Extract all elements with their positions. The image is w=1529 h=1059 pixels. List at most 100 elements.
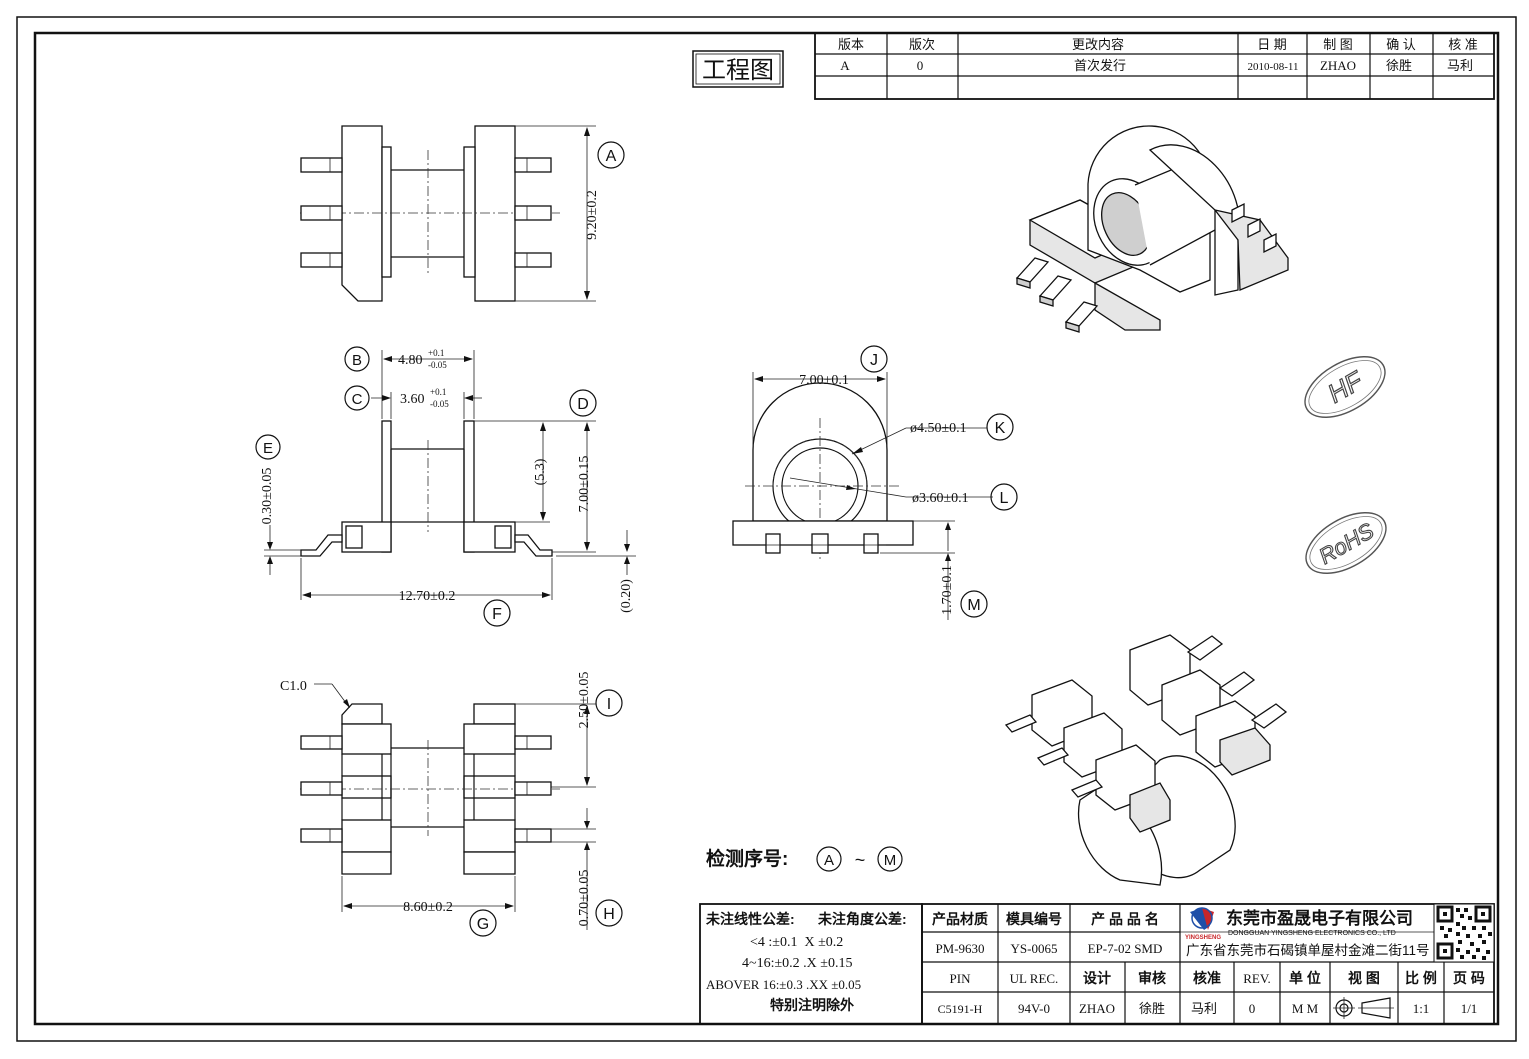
rev-change: 首次发行 — [1074, 58, 1126, 73]
tb-h-page: 页 码 — [1453, 970, 1485, 986]
balloon-E-label: E — [263, 440, 273, 457]
inspection-label: 检测序号: — [706, 847, 788, 870]
rev-header-confirm: 确 认 — [1386, 37, 1416, 52]
balloon-H-label: H — [603, 906, 615, 923]
dim-M-text: 1.70±0.1 — [940, 565, 955, 615]
tb-h-view: 视 图 — [1348, 970, 1380, 986]
inspection-note: 检测序号: A ~ M — [706, 846, 903, 872]
tb-h-ul: UL REC. — [1010, 971, 1059, 986]
company-address: 广东省东莞市石碣镇单屋村金滩二街11号 — [1186, 942, 1430, 958]
tb-v-page: 1/1 — [1461, 1001, 1478, 1016]
tb-h-mold: 模具编号 — [1006, 911, 1062, 927]
side-view: 7.00±0.1 ø4.50±0.1 ø3.60±0.1 1.70±0.1 — [732, 372, 993, 620]
dim-C-main: 3.60 — [400, 392, 425, 407]
drawing-title-box: 工程图 — [692, 50, 784, 88]
tb-v-unit: M M — [1292, 1001, 1319, 1016]
balloon-J-label: J — [870, 352, 878, 369]
tb-h-rev: REV. — [1243, 971, 1271, 986]
rev-header-drawn: 制 图 — [1323, 37, 1353, 52]
tb-v-mold: YS-0065 — [1011, 941, 1058, 956]
rev-date: 2010-08-11 — [1248, 61, 1299, 73]
rev-header-date: 日 期 — [1257, 37, 1287, 52]
isometric-view-top — [1015, 125, 1289, 333]
company-logo-text: YINGSHENG — [1185, 935, 1221, 941]
rev-edition: 0 — [917, 58, 924, 73]
inspection-sep: ~ — [855, 850, 866, 870]
dim-E-text: 0.30±0.05 — [260, 468, 275, 525]
tb-h-approve: 核准 — [1193, 970, 1221, 986]
tb-h-product: 产 品 品 名 — [1091, 911, 1159, 927]
dim-A-text: 9.20±0.2 — [585, 190, 600, 240]
tb-h-review: 审核 — [1138, 970, 1166, 986]
dim-I-text: 2.50±0.05 — [577, 672, 592, 729]
rev-version: A — [840, 58, 850, 73]
balloon-C: C — [344, 385, 370, 411]
bottom-view: C1.0 2.50±0.05 0.70±0.05 8.60±0.2 — [280, 672, 596, 930]
dim-J-text: 7.00±0.1 — [799, 373, 849, 388]
balloons: A B C D E F G H I J K L M — [255, 141, 1018, 937]
dim-G-text: 8.60±0.2 — [403, 900, 453, 915]
balloon-A-label: A — [606, 148, 617, 165]
balloon-B-label: B — [352, 352, 362, 369]
drawing-title: 工程图 — [702, 57, 774, 84]
balloon-K-label: K — [995, 420, 1006, 437]
ref-0-20-text: (0.20) — [619, 579, 634, 613]
balloon-A: A — [597, 141, 625, 169]
balloon-I-label: I — [607, 696, 611, 713]
rev-approve: 马利 — [1447, 58, 1473, 73]
balloon-L-label: L — [1000, 490, 1009, 507]
company-name-en: DONGGUAN YINGSHENG ELECTRONICS CO., LTD — [1228, 930, 1396, 937]
balloon-D: D — [569, 389, 597, 417]
balloon-I: I — [595, 689, 623, 717]
tb-v-scale: 1:1 — [1413, 1001, 1430, 1016]
balloon-L: L — [990, 483, 1018, 511]
dim-B-tol-lower: -0.05 — [428, 360, 447, 370]
rev-header-version: 版本 — [838, 37, 864, 52]
balloon-F: F — [483, 599, 511, 627]
balloon-J: J — [860, 345, 888, 373]
dim-C-tol-lower: -0.05 — [430, 399, 449, 409]
balloon-G-label: G — [477, 916, 489, 933]
hf-text: HF — [1322, 364, 1369, 408]
tol-note: 特别注明除外 — [770, 997, 854, 1013]
rohs-text: RoHS — [1315, 518, 1379, 569]
tb-v-ul: 94V-0 — [1018, 1001, 1050, 1016]
tb-v-pin: C5191-H — [938, 1002, 983, 1016]
dim-B-main: 4.80 — [398, 353, 423, 368]
tol-line-1: <4 :±0.1 X ±0.2 — [750, 935, 843, 950]
balloon-K: K — [986, 413, 1014, 441]
tb-v-product: EP-7-02 SMD — [1088, 941, 1163, 956]
ref-5-3-text: (5.3) — [533, 458, 548, 485]
tol-line-2: 4~16:±0.2 .X ±0.15 — [742, 956, 852, 971]
rohs-mark: RoHS — [1305, 511, 1387, 575]
dim-C-tol-upper: +0.1 — [430, 387, 446, 397]
rev-header-edition: 版次 — [909, 37, 935, 52]
balloon-M-label: M — [967, 597, 980, 614]
tb-v-review: 徐胜 — [1139, 1001, 1165, 1016]
tb-h-unit: 单 位 — [1289, 970, 1321, 986]
tolerance-block: 未注线性公差: 未注角度公差: <4 :±0.1 X ±0.2 4~16:±0.… — [699, 903, 923, 1025]
tb-v-material: PM-9630 — [935, 941, 984, 956]
title-block: 产品材质 模具编号 产 品 品 名 PM-9630 YS-0065 EP-7-0… — [921, 903, 1495, 1025]
tb-v-design: ZHAO — [1079, 1001, 1115, 1016]
dim-F-text: 12.70±0.2 — [399, 589, 456, 604]
tol-angle-title: 未注角度公差: — [818, 911, 907, 927]
company-name-cn: 东莞市盈晟电子有限公司 — [1226, 908, 1413, 928]
front-view: 4.80 +0.1 -0.05 3.60 +0.1 -0.05 7.00±0.1… — [260, 348, 636, 613]
tb-h-design: 设计 — [1083, 970, 1111, 986]
tb-h-material: 产品材质 — [932, 911, 988, 927]
tb-v-approve: 马利 — [1191, 1001, 1217, 1016]
tb-v-rev: 0 — [1249, 1001, 1256, 1016]
isometric-view-bottom — [1004, 634, 1288, 886]
balloon-M: M — [960, 590, 988, 618]
rev-header-change: 更改内容 — [1072, 37, 1124, 52]
balloon-G: G — [469, 909, 497, 937]
dim-D-text: 7.00±0.15 — [577, 456, 592, 513]
projection-symbol-icon — [1333, 997, 1394, 1019]
dim-H-text: 0.70±0.05 — [577, 870, 592, 927]
rev-header-approve: 核 准 — [1448, 37, 1478, 52]
qr-code-icon — [1433, 903, 1495, 963]
inspection-to: M — [884, 852, 897, 869]
dim-B-tol-upper: +0.1 — [428, 348, 444, 358]
tol-linear-title: 未注线性公差: — [706, 911, 795, 927]
